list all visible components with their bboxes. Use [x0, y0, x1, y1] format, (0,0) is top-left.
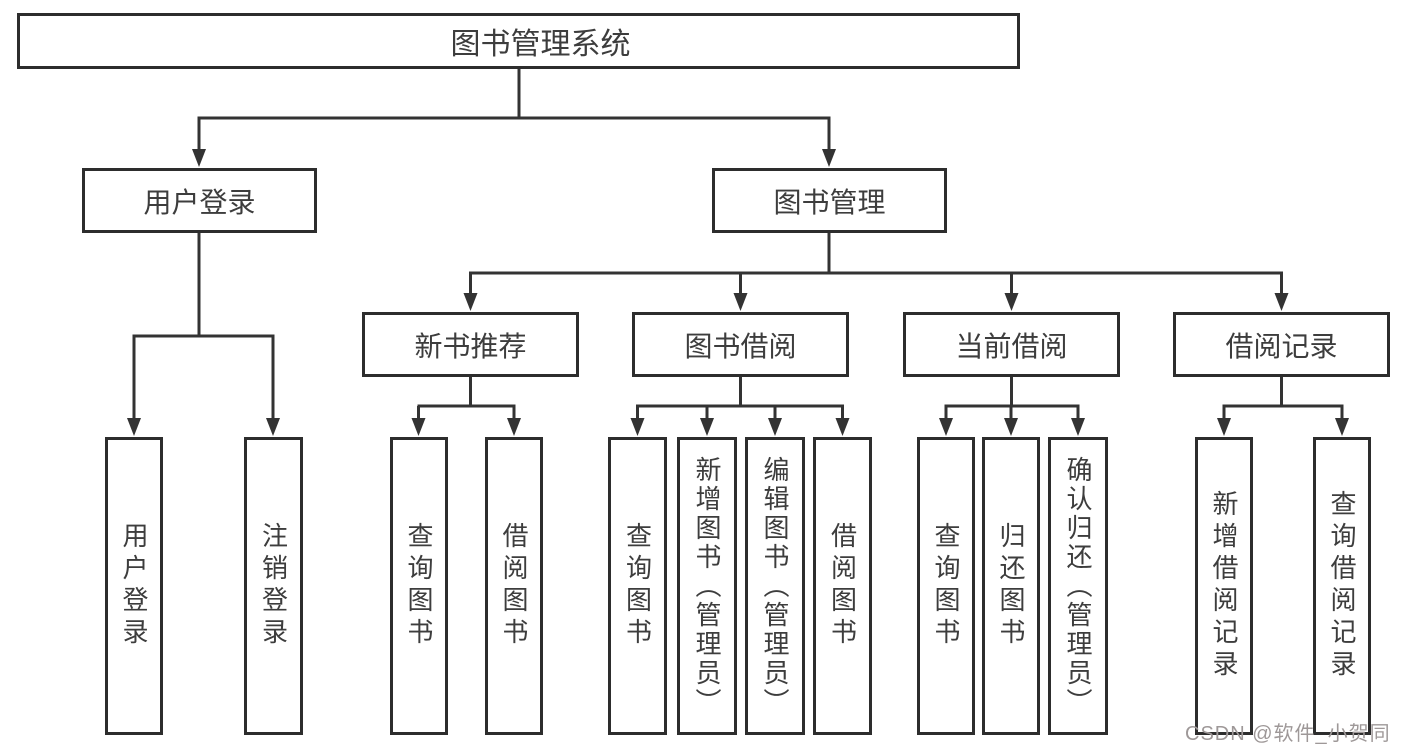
- node-label: 查询图书: [404, 522, 434, 650]
- node-label: 图书借阅: [684, 330, 797, 362]
- leaf-add-borrow-record: 新增借阅记录: [1195, 437, 1253, 735]
- node-label: 用户登录: [119, 522, 149, 650]
- node-current-borrow: 当前借阅: [903, 312, 1120, 377]
- leaf-edit-book-admin: 编辑图书（管理员）: [745, 437, 805, 735]
- leaf-query-books-recommend: 查询图书: [390, 437, 448, 735]
- leaf-confirm-return-admin: 确认归还（管理员）: [1048, 437, 1108, 735]
- node-new-book-recommend: 新书推荐: [362, 312, 579, 377]
- node-label: 查询借阅记录: [1327, 490, 1357, 682]
- node-label: 图书管理系统: [450, 28, 631, 61]
- node-book-management: 图书管理: [712, 168, 947, 233]
- node-label: 查询图书: [622, 522, 653, 650]
- watermark: CSDN @软件_小贺同学: [1185, 723, 1391, 745]
- node-label: 新书推荐: [414, 330, 527, 362]
- leaf-query-borrow-record: 查询借阅记录: [1313, 437, 1371, 735]
- leaf-logout-login: 注销登录: [244, 437, 303, 735]
- node-borrow-records: 借阅记录: [1173, 312, 1390, 377]
- leaf-add-book-admin: 新增图书（管理员）: [677, 437, 737, 735]
- node-label: 借阅记录: [1225, 330, 1338, 362]
- node-label: 图书管理: [773, 186, 886, 218]
- leaf-borrow-books-recommend: 借阅图书: [485, 437, 543, 735]
- node-label: 编辑图书（管理员）: [760, 455, 790, 717]
- node-library-system: 图书管理系统: [17, 13, 1020, 69]
- leaf-user-login: 用户登录: [105, 437, 163, 735]
- node-label: 查询图书: [931, 522, 961, 650]
- node-label: 借阅图书: [499, 522, 529, 650]
- node-label: 借阅图书: [827, 522, 858, 650]
- node-label: 归还图书: [996, 522, 1026, 650]
- leaf-query-books-borrow: 查询图书: [608, 437, 667, 735]
- node-label: 当前借阅: [955, 330, 1068, 362]
- node-book-borrow: 图书借阅: [632, 312, 849, 377]
- leaf-borrow-books: 借阅图书: [813, 437, 872, 735]
- leaf-return-books: 归还图书: [982, 437, 1040, 735]
- node-label: 确认归还（管理员）: [1063, 455, 1093, 717]
- node-label: 新增图书（管理员）: [692, 455, 722, 717]
- connector-paths: [132, 69, 1344, 420]
- node-user-login: 用户登录: [82, 168, 317, 233]
- arrowheads: [127, 149, 1349, 436]
- node-label: 新增借阅记录: [1209, 490, 1239, 682]
- leaf-query-books-current: 查询图书: [917, 437, 975, 735]
- node-label: 注销登录: [258, 522, 289, 650]
- node-label: 用户登录: [143, 186, 256, 218]
